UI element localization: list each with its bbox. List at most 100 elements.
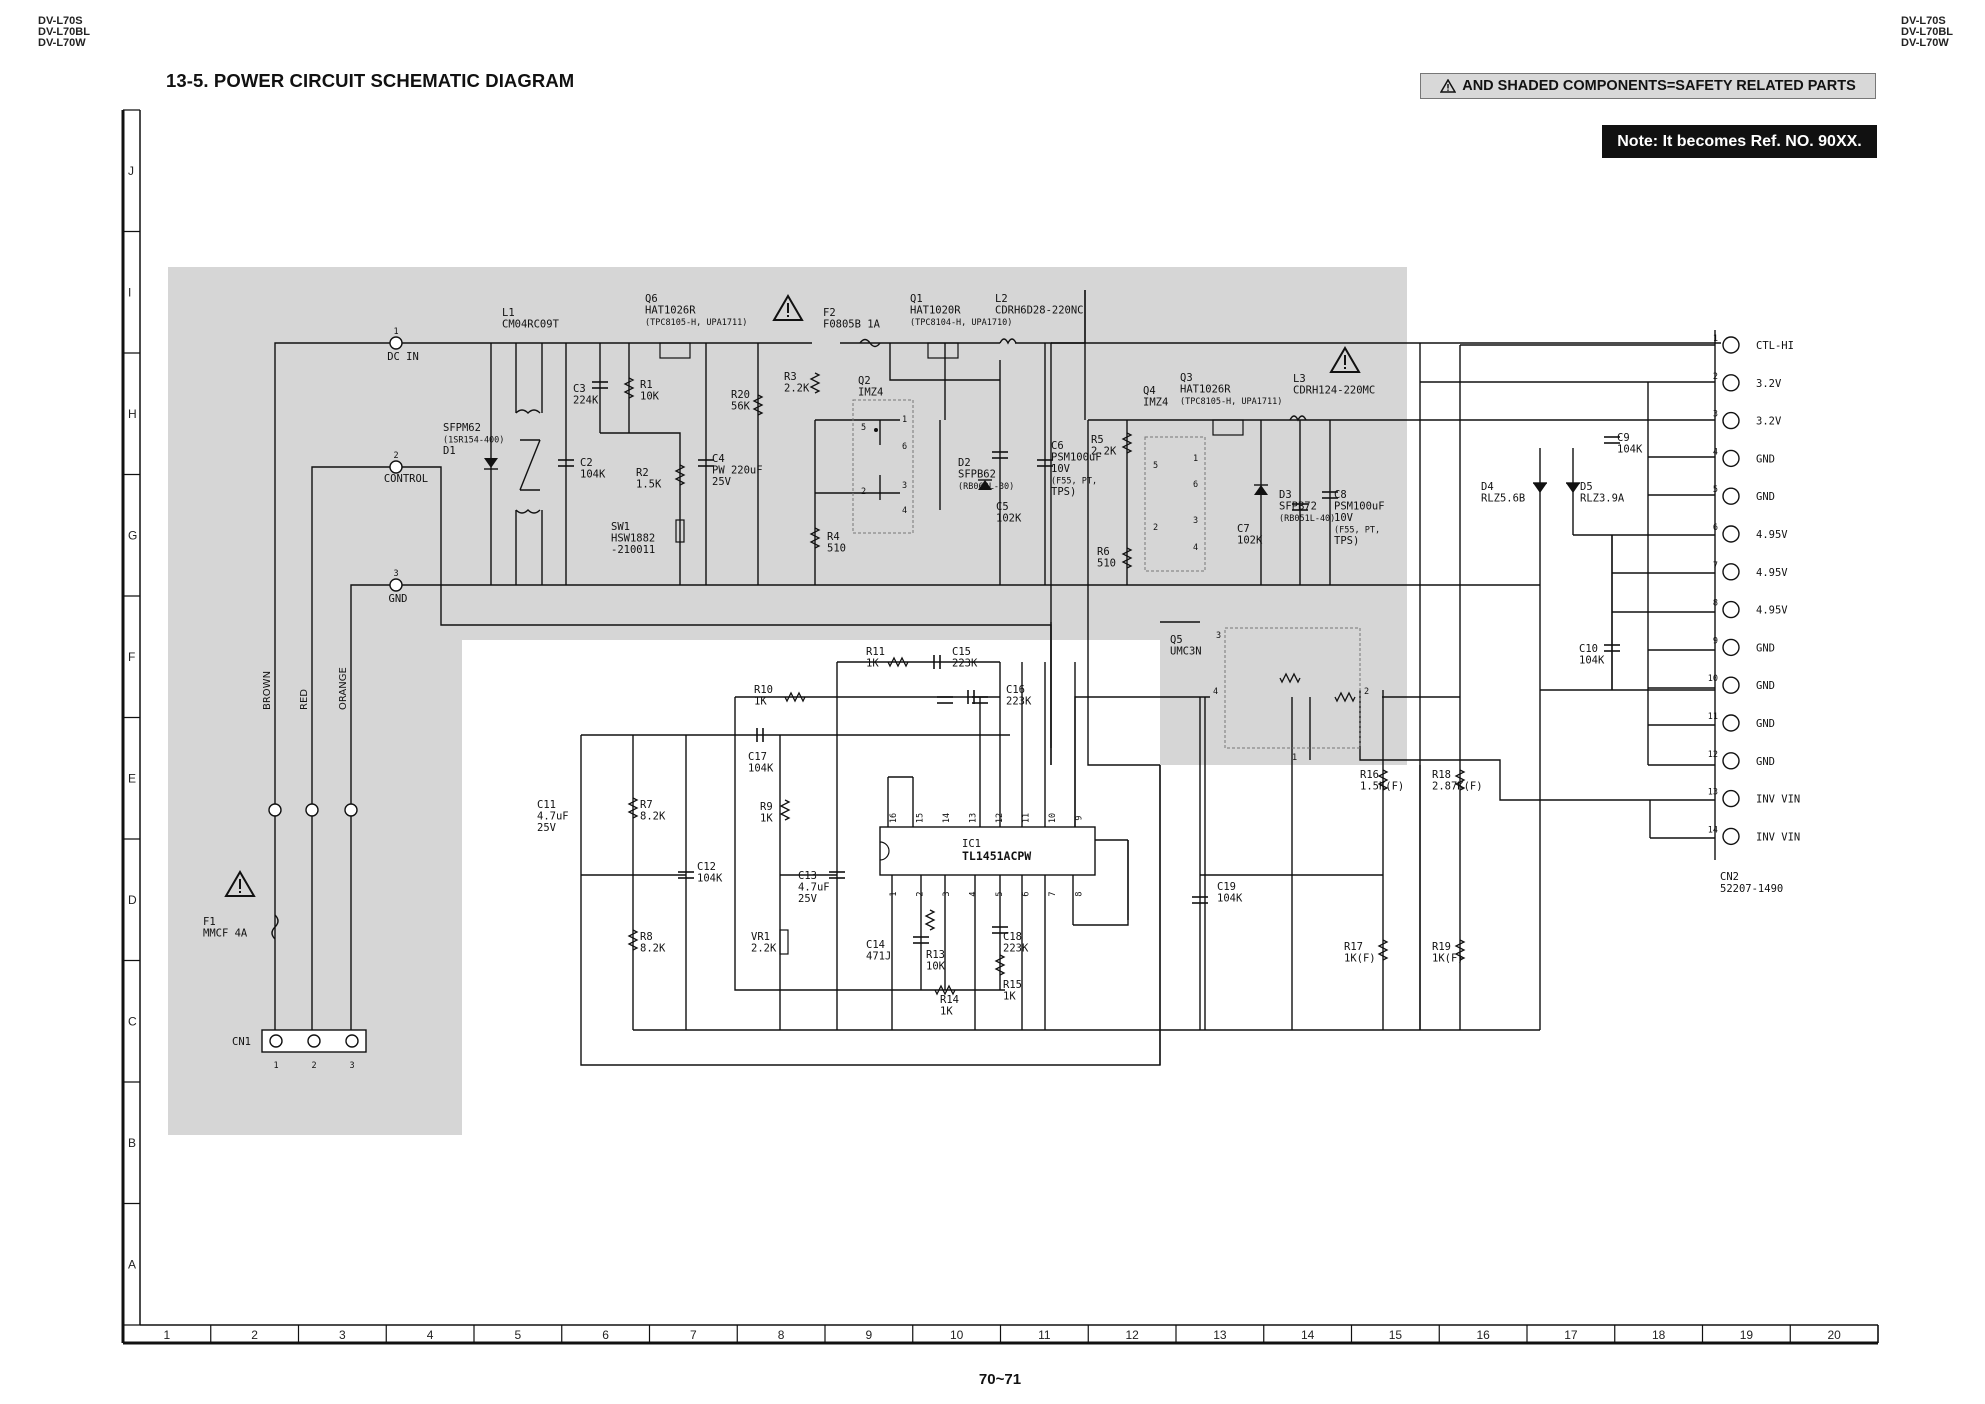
component-label-c18: C18 [1003,931,1022,943]
model-list-left: DV-L70S DV-L70BL DV-L70W [38,16,90,49]
warning-icon [224,870,256,897]
warning-icon [1440,79,1457,93]
component-label-r11: 1K [866,658,879,670]
cn2-pin-label: GND [1756,453,1775,465]
grid-col-label: 12 [1125,1328,1139,1342]
component-label-c9: C9 [1617,432,1630,444]
grid-col-label: 16 [1476,1328,1490,1342]
gnd-terminal [389,578,403,592]
component-label-r7: R7 [640,799,653,811]
component-label-c19: 104K [1217,893,1243,905]
component-label-d3: (RB051L-40) [1279,514,1335,524]
model-name: DV-L70BL [1901,26,1953,38]
component-label-r6: 510 [1097,558,1116,570]
cn2-pin-label: INV VIN [1756,831,1800,843]
ic1-pin-number: 11 [1022,813,1032,823]
ref-note: Note: It becomes Ref. NO. 90XX. [1602,125,1877,158]
component-label-q1: HAT1020R [910,305,961,317]
component-label-c2: 104K [580,469,606,481]
component-label-q6: HAT1026R [645,305,696,317]
cn2-pin-label: GND [1756,491,1775,503]
q5-pin-number: 2 [1364,687,1369,697]
component-label-r5: R5 [1091,434,1104,446]
wire-color: ORANGE [338,667,349,710]
component-label-sw1: SW1 [611,521,630,533]
component-label-l2: CDRH6D28-220NC [995,305,1084,317]
cn2-pin-label: GND [1756,718,1775,730]
grid-row-label: I [128,285,131,299]
q2-pin-number: 5 [861,423,866,433]
component-label-f2: F0805B 1A [823,319,881,331]
component-label-d5: RLZ3.9A [1580,493,1625,505]
grid-col-label: 3 [339,1328,346,1342]
ic1-pin-number: 9 [1075,815,1085,820]
component-label-sw1: HSW1882 [611,533,655,545]
component-label-sw1: -210011 [611,544,655,556]
component-label-d2: (RB063L-30) [958,482,1014,492]
component-labels: 1 DC IN 2 CONTROL 3 GND BROWN RED ORANGE… [203,293,1783,1071]
component-label-c4: PW 220uF [712,465,763,477]
component-label-q3: Q3 [1180,372,1193,384]
component-label-r2: R2 [636,467,649,479]
component-label-d4: D4 [1481,481,1494,493]
component-label-r6: R6 [1097,546,1110,558]
safety-shaded-region [168,267,1407,1135]
component-label-c3: C3 [573,383,586,395]
component-label-c14: C14 [866,939,885,951]
ic1-pin-number: 10 [1048,813,1058,823]
cn2-pin-label: 3.2V [1756,378,1782,390]
ic1-pin-number: 3 [942,891,952,896]
component-label-d2: SFPB62 [958,469,996,481]
component-label-r11: R11 [866,646,885,658]
grid-col-label: 15 [1389,1328,1403,1342]
component-label-r2: 1.5K [636,479,662,491]
component-label-r10: 1K [754,696,767,708]
component-label-q2: IMZ4 [858,387,883,399]
ic1-chip [879,826,1096,876]
component-label-q3: HAT1026R [1180,384,1231,396]
component-label-c17: C17 [748,751,767,763]
component-label-c8: PSM100uF [1334,501,1385,513]
component-label-r1: 10K [640,391,660,403]
component-label-c15: C15 [952,646,971,658]
component-label-c11: 4.7uF [537,811,569,823]
ic1-pin-number: 16 [889,813,899,823]
grid-row-label: A [128,1257,136,1271]
component-label-r4: R4 [827,531,840,543]
cn2-pin-number: 13 [1708,788,1718,798]
component-label-c8: 10V [1334,512,1354,524]
component-label-l3: CDRH124-220MC [1293,385,1375,397]
cn1-pin-number: 1 [393,327,398,337]
component-label-r14: R14 [940,994,959,1006]
component-label-c7: C7 [1237,523,1250,535]
component-label-c19: C19 [1217,881,1236,893]
component-label-q6: (TPC8105-H, UPA1711) [645,318,747,328]
cn2-pin-label: GND [1756,756,1775,768]
grid-col-label: 20 [1827,1328,1841,1342]
grid-row-label: B [128,1136,136,1150]
component-label-c7: 102K [1237,535,1263,547]
component-label-c10: C10 [1579,643,1598,655]
component-label-c2: C2 [580,457,593,469]
cn2-pin-label: GND [1756,642,1775,654]
q4-pin-number: 6 [1193,480,1198,490]
q4-pin-number: 2 [1153,523,1158,533]
component-label-r19: 1K(F) [1432,953,1464,965]
cn1-pin-number: 2 [393,451,398,461]
component-label-l1: L1 [502,307,515,319]
component-label-d1: D1 [443,445,456,457]
q5-pin-number: 3 [1216,631,1221,641]
component-label-c13: C13 [798,870,817,882]
component-label-c16: C16 [1006,684,1025,696]
component-label-r10: R10 [754,684,773,696]
grid-col-label: 14 [1301,1328,1315,1342]
component-label-c4: 25V [712,476,732,488]
cn1-pin-name: CONTROL [384,473,428,485]
cn1-pin-number: 3 [349,1061,354,1071]
component-label-d5: D5 [1580,481,1593,493]
grid-col-label: 6 [602,1328,609,1342]
grid-row-label: D [128,893,137,907]
ic1-pin-number: 14 [942,813,952,823]
cn1-pin-number: 1 [273,1061,278,1071]
component-label-r20: 56K [731,401,751,413]
